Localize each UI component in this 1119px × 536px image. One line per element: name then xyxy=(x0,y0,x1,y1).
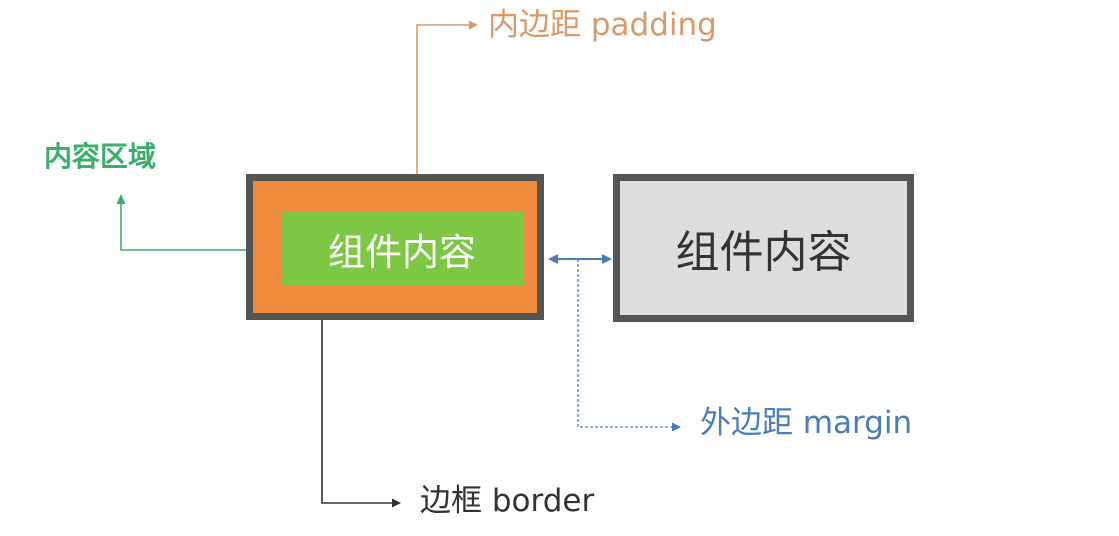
border-connector xyxy=(321,318,392,504)
content-connector xyxy=(120,202,281,251)
margin-arrowhead-right xyxy=(602,254,612,264)
padding-connector xyxy=(416,24,470,182)
margin-arrowhead-left xyxy=(548,254,558,264)
border-arrowhead xyxy=(392,498,401,508)
content-area-text: 组件内容 xyxy=(328,230,476,274)
border-label: 边框 border xyxy=(420,483,595,519)
adjacent-component-box: 组件内容 xyxy=(613,174,914,322)
margin-label: 外边距 margin xyxy=(700,405,913,441)
content-arrowhead xyxy=(116,194,126,204)
content-area-box: 组件内容 xyxy=(281,212,523,285)
padding-label: 内边距 padding xyxy=(488,7,717,43)
margin-connector xyxy=(577,259,672,428)
adjacent-component-text: 组件内容 xyxy=(675,227,852,278)
margin-connector-arrowhead xyxy=(672,422,681,432)
content-area-label: 内容区域 xyxy=(44,140,157,173)
padding-arrowhead xyxy=(469,20,478,30)
